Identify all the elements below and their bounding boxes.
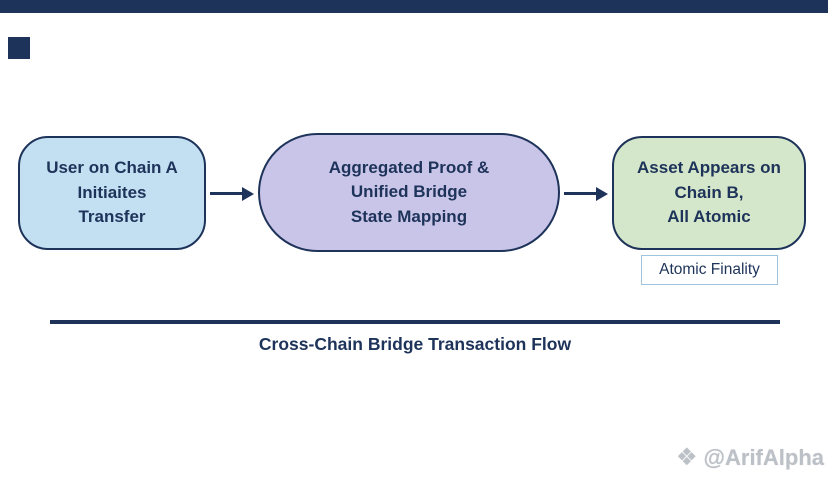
- node-label-line: Chain B,: [674, 182, 744, 202]
- flow-arrow-icon: [210, 186, 254, 201]
- node-label-line: User on Chain A: [46, 158, 178, 178]
- node-label-line: State Mapping: [350, 206, 468, 226]
- flow-node-bridge-mapping: Aggregated Proof & Unified Bridge State …: [258, 133, 560, 252]
- flow-node-user-chain-a: User on Chain A Initiaites Transfer: [18, 136, 206, 250]
- badge-label: Atomic Finality: [659, 261, 760, 278]
- watermark-text: @ArifAlpha: [703, 444, 824, 470]
- watermark: ❖ @ArifAlpha: [676, 443, 824, 472]
- divider-line: [50, 320, 780, 324]
- arrow-head-icon: [596, 186, 608, 201]
- top-border-bar: [0, 0, 828, 13]
- flow-arrow-icon: [564, 186, 608, 201]
- node-label-line: All Atomic: [667, 207, 751, 227]
- node-label-line: Initiaites: [77, 182, 147, 202]
- diamond-logo-icon: ❖: [676, 444, 698, 471]
- corner-decoration-square: [8, 37, 30, 59]
- flow-node-asset-chain-b: Asset Appears on Chain B, All Atomic: [612, 136, 806, 250]
- node-label-line: Unified Bridge: [350, 182, 468, 202]
- arrow-head-icon: [242, 186, 254, 201]
- node-label-line: Aggregated Proof &: [328, 157, 490, 177]
- atomic-finality-badge: Atomic Finality: [641, 255, 778, 285]
- node-label-line: Asset Appears on: [637, 158, 781, 178]
- diagram-title: Cross-Chain Bridge Transaction Flow: [258, 334, 572, 354]
- node-label-line: Transfer: [78, 207, 146, 227]
